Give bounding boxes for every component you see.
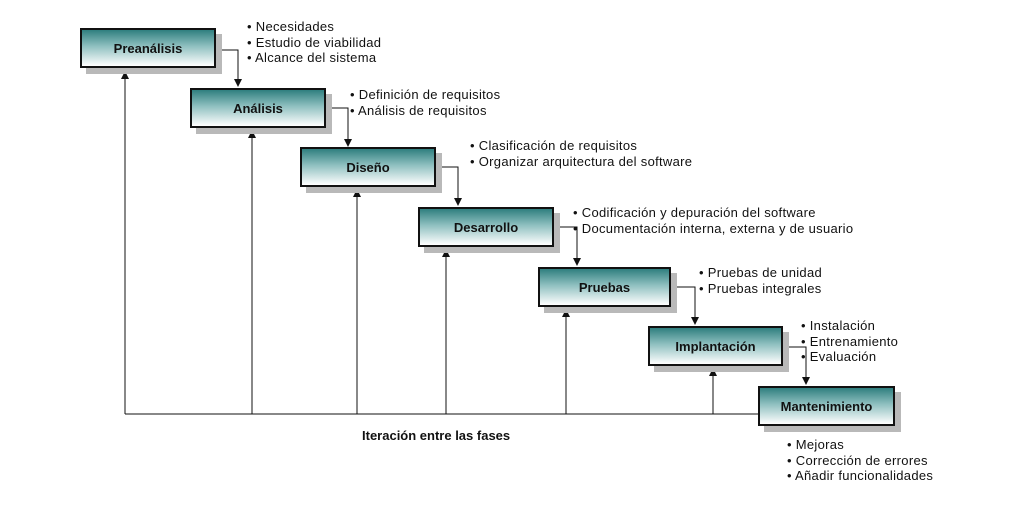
list-item: Pruebas integrales <box>699 281 822 297</box>
list-item: Pruebas de unidad <box>699 265 822 281</box>
phase-mantenimiento: Mantenimiento <box>758 386 895 426</box>
list-item: Análisis de requisitos <box>350 103 500 119</box>
phase-preanalisis: Preanálisis <box>80 28 216 68</box>
bullets-mantenimiento: Mejoras Corrección de errores Añadir fun… <box>787 437 933 484</box>
cascade-arrow-5 <box>672 286 699 325</box>
bullets-implantacion: Instalación Entrenamiento Evaluación <box>801 318 898 365</box>
cascade-arrow-2 <box>327 107 352 147</box>
cascade-arrow-3 <box>436 166 462 206</box>
bullets-diseno: Clasificación de requisitos Organizar ar… <box>470 138 692 169</box>
list-item: Corrección de errores <box>787 453 933 469</box>
feedback-label: Iteración entre las fases <box>362 428 511 443</box>
list-item: Clasificación de requisitos <box>470 138 692 154</box>
list-item: Alcance del sistema <box>247 50 381 66</box>
list-item: Organizar arquitectura del software <box>470 154 692 170</box>
phase-pruebas: Pruebas <box>538 267 671 307</box>
list-item: Evaluación <box>801 349 898 365</box>
phase-implantacion: Implantación <box>648 326 783 366</box>
list-item: Definición de requisitos <box>350 87 500 103</box>
list-item: Entrenamiento <box>801 334 898 350</box>
list-item: Codificación y depuración del software <box>573 205 853 221</box>
list-item: Instalación <box>801 318 898 334</box>
list-item: Documentación interna, externa y de usua… <box>573 221 853 237</box>
bullets-pruebas: Pruebas de unidad Pruebas integrales <box>699 265 822 296</box>
phase-desarrollo: Desarrollo <box>418 207 554 247</box>
cascade-arrow-1 <box>217 49 242 87</box>
bullets-preanalisis: Necesidades Estudio de viabilidad Alcanc… <box>247 19 381 66</box>
list-item: Necesidades <box>247 19 381 35</box>
list-item: Estudio de viabilidad <box>247 35 381 51</box>
bullets-analisis: Definición de requisitos Análisis de req… <box>350 87 500 118</box>
phase-analisis: Análisis <box>190 88 326 128</box>
bullets-desarrollo: Codificación y depuración del software D… <box>573 205 853 236</box>
list-item: Añadir funcionalidades <box>787 468 933 484</box>
list-item: Mejoras <box>787 437 933 453</box>
phase-diseno: Diseño <box>300 147 436 187</box>
